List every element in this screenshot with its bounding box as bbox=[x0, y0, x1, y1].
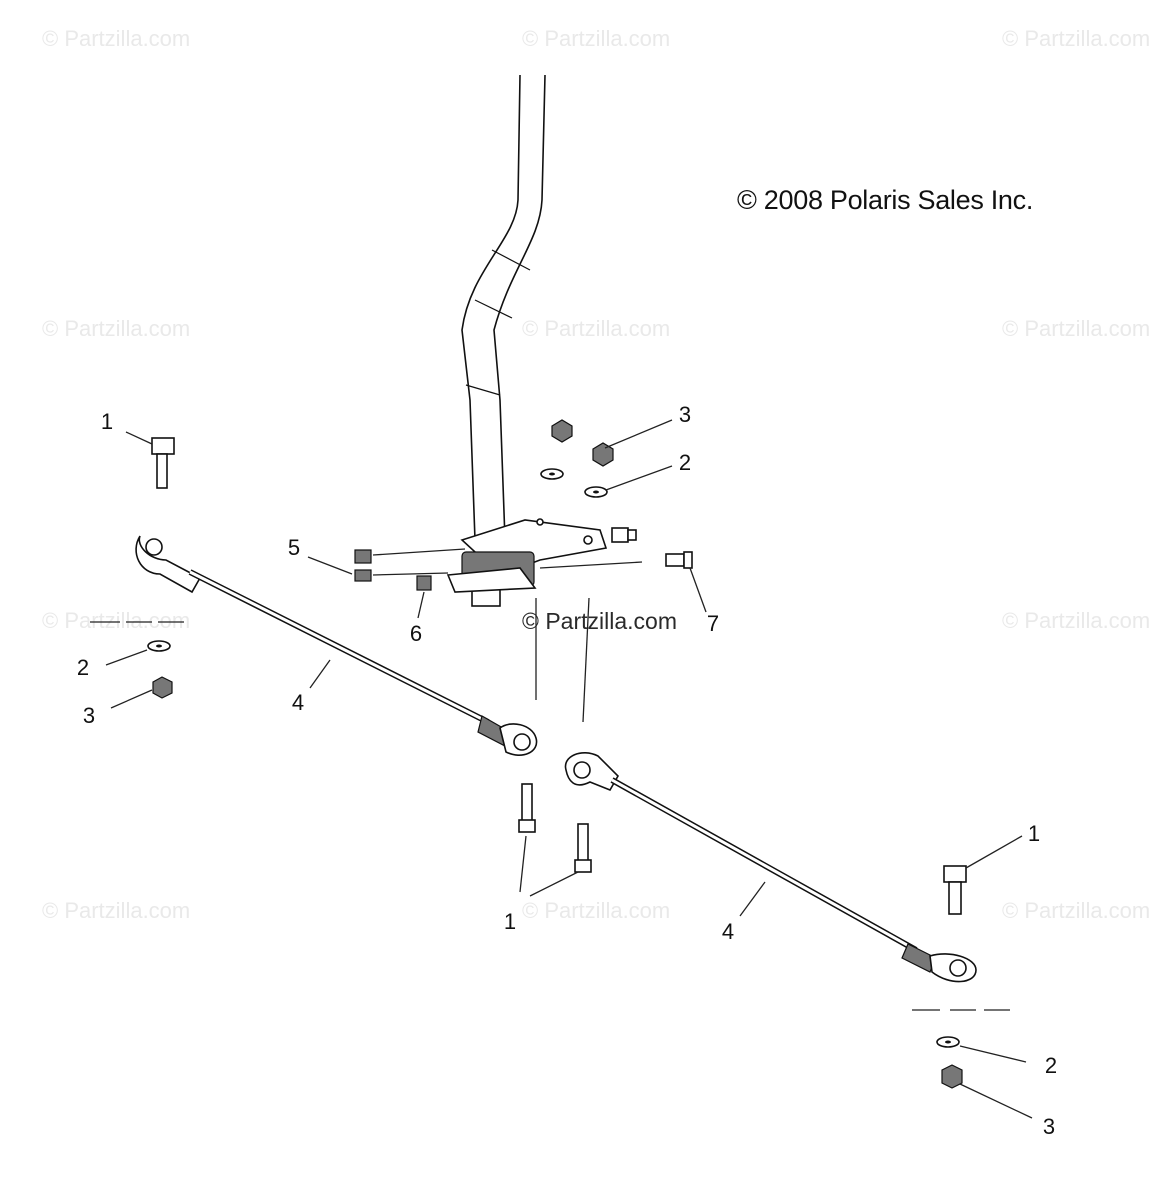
copyright-text: © 2008 Polaris Sales Inc. bbox=[737, 185, 1034, 215]
watermark: © Partzilla.com bbox=[1002, 26, 1151, 51]
watermark: © Partzilla.com bbox=[522, 898, 671, 923]
watermark: © Partzilla.com bbox=[42, 316, 191, 341]
callout-bolt-7: 7 bbox=[706, 611, 720, 636]
callout-nut: 3 bbox=[1042, 1114, 1056, 1139]
watermark: © Partzilla.com bbox=[42, 898, 191, 923]
watermark: © Partzilla.com bbox=[1002, 316, 1151, 341]
bolt-right bbox=[943, 865, 967, 915]
steering-post-drawing bbox=[446, 74, 608, 607]
watermark: © Partzilla.com bbox=[1002, 608, 1151, 633]
callout-bolt: 1 bbox=[1027, 821, 1041, 846]
watermark: © Partzilla.com bbox=[42, 26, 191, 51]
bolts-center bbox=[518, 783, 592, 873]
callout-bolt: 1 bbox=[100, 409, 114, 434]
hardware-left bbox=[147, 640, 173, 699]
bolt-top-left bbox=[151, 437, 175, 489]
watermark: © Partzilla.com bbox=[1002, 898, 1151, 923]
watermark: © Partzilla.com bbox=[522, 26, 671, 51]
watermark: © Partzilla.com bbox=[522, 316, 671, 341]
bolts-7 bbox=[611, 527, 693, 569]
tie-rod-left bbox=[135, 535, 538, 756]
nuts-5-6 bbox=[354, 549, 432, 591]
callout-nut-5: 5 bbox=[287, 535, 301, 560]
tie-rod-right bbox=[564, 752, 977, 983]
callout-washer: 2 bbox=[1044, 1053, 1058, 1078]
watermark: © Partzilla.com bbox=[42, 608, 191, 633]
callout-tie-rod: 4 bbox=[721, 919, 735, 944]
callout-washer: 2 bbox=[678, 450, 692, 475]
callout-washer: 2 bbox=[76, 655, 90, 680]
hardware-top-right bbox=[540, 419, 614, 498]
callout-nut: 3 bbox=[678, 402, 692, 427]
leader-lines bbox=[90, 419, 1033, 1119]
callout-bolt: 1 bbox=[503, 909, 517, 934]
callout-nut-6: 6 bbox=[409, 621, 423, 646]
watermark: © Partzilla.com bbox=[522, 608, 677, 634]
hardware-bottom-right bbox=[936, 1036, 963, 1089]
callout-tie-rod: 4 bbox=[291, 690, 305, 715]
callout-nut: 3 bbox=[82, 703, 96, 728]
